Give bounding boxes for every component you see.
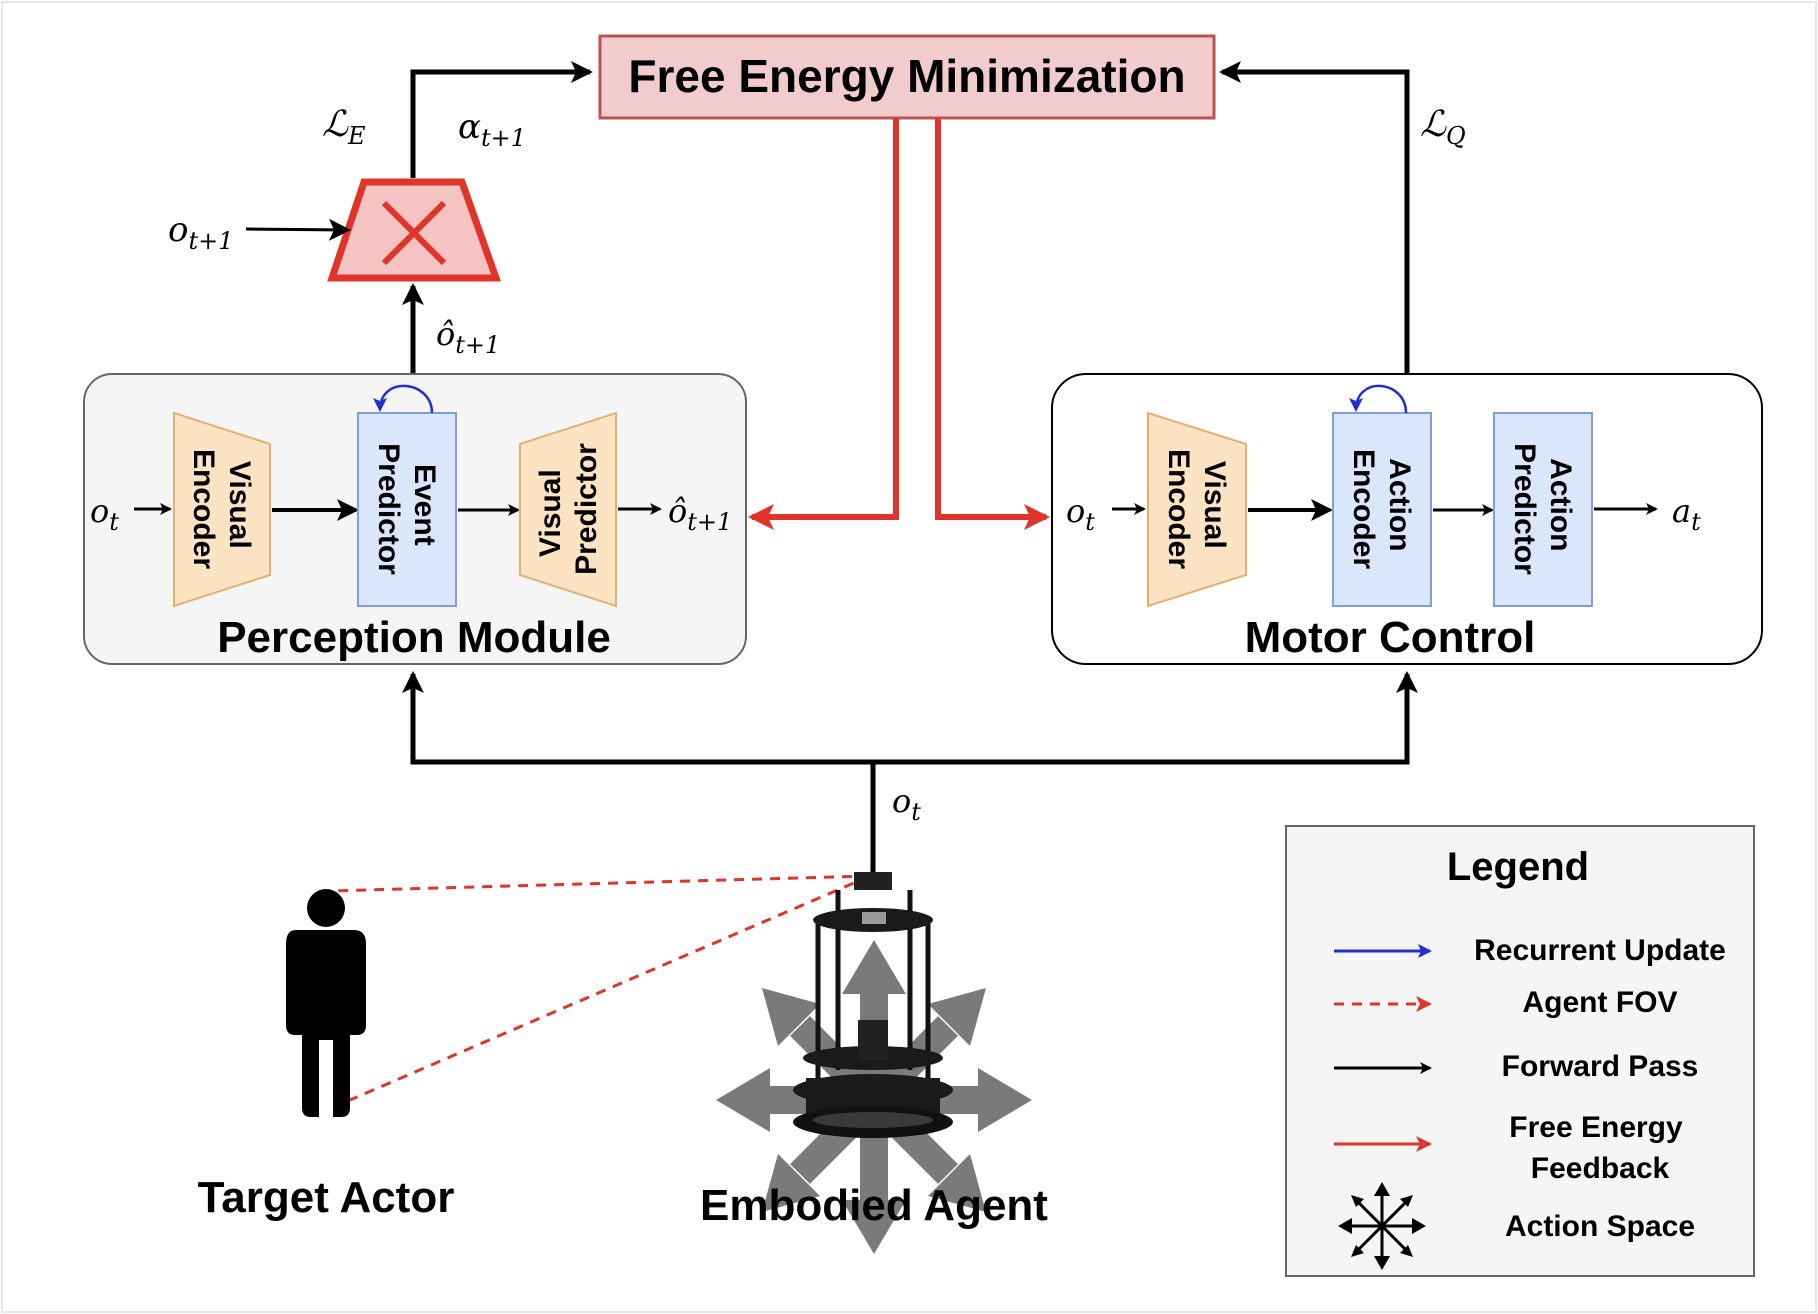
svg-text:Visual Encoder: Visual Encoder bbox=[1162, 449, 1231, 569]
svg-text:Action Predictor: Action Predictor bbox=[1508, 443, 1577, 575]
alpha-label: αt+1 bbox=[458, 107, 526, 152]
action-encoder bbox=[1332, 412, 1432, 607]
perception-module: Perception Module ot Visual Encoder Even… bbox=[83, 373, 747, 665]
pred-obs-up-label: ôt+1 bbox=[436, 315, 500, 359]
svg-text:Visual Predictor: Visual Predictor bbox=[534, 443, 603, 575]
svg-text:Event Predictor: Event Predictor bbox=[372, 443, 441, 575]
fov-line-top bbox=[329, 874, 871, 893]
svg-text:Visual Encoder: Visual Encoder bbox=[187, 449, 256, 569]
legend-recurrent-label: Recurrent Update bbox=[1474, 934, 1726, 967]
obs-to-motor-arrow bbox=[873, 671, 1418, 765]
legend-fov-label: Agent FOV bbox=[1523, 986, 1678, 1019]
perception-visual-predictor bbox=[519, 411, 617, 608]
loss-q-label: ℒQ bbox=[1420, 104, 1466, 150]
legend-title: Legend bbox=[1447, 845, 1589, 889]
legend: Legend Recurrent Update Agent FOV Forwar… bbox=[1285, 825, 1755, 1277]
target-actor-label: Target Actor bbox=[198, 1173, 455, 1222]
perception-title: Perception Module bbox=[217, 613, 611, 662]
loss-e-label: ℒE bbox=[322, 104, 366, 150]
feedback-arrow-perception bbox=[748, 118, 899, 530]
motor-control-module: Motor Control ot Visual Encoder Action E… bbox=[1051, 373, 1763, 665]
legend-action-space-label: Action Space bbox=[1505, 1210, 1695, 1243]
comparator-block bbox=[327, 178, 501, 282]
legend-feedback-label-1: Free Energy bbox=[1509, 1111, 1683, 1144]
obs-next-arrow bbox=[245, 218, 351, 241]
action-space-icon bbox=[1342, 1186, 1422, 1266]
embodied-agent-label: Embodied Agent bbox=[700, 1181, 1048, 1230]
motor-input-label: ot bbox=[1066, 492, 1095, 536]
legend-forward-label: Forward Pass bbox=[1502, 1050, 1699, 1083]
perception-output-label: ôt+1 bbox=[668, 492, 732, 536]
loss-e-arrow bbox=[410, 61, 593, 178]
perception-visual-encoder bbox=[173, 411, 271, 608]
recurrent-loop-perception bbox=[373, 384, 434, 414]
feedback-arrow-motor bbox=[935, 118, 1050, 530]
free-energy-label: Free Energy Minimization bbox=[628, 50, 1185, 102]
motor-output-label: at bbox=[1672, 492, 1701, 536]
motor-visual-encoder bbox=[1147, 411, 1247, 608]
obs-next-label: ot+1 bbox=[168, 210, 234, 255]
recurrent-loop-motor bbox=[1349, 384, 1408, 414]
motor-title: Motor Control bbox=[1245, 613, 1536, 662]
loss-q-arrow bbox=[1219, 61, 1410, 374]
svg-text:Action Encoder: Action Encoder bbox=[1347, 449, 1416, 569]
obs-to-perception-arrow bbox=[402, 671, 876, 878]
perception-input-label: ot bbox=[90, 492, 119, 536]
legend-feedback-label-2: Feedback bbox=[1531, 1152, 1670, 1185]
fov-line-bottom bbox=[349, 874, 871, 1102]
free-energy-box: Free Energy Minimization bbox=[598, 34, 1216, 120]
person-icon bbox=[286, 889, 366, 1117]
robot-image bbox=[716, 872, 1032, 1254]
action-predictor bbox=[1493, 412, 1593, 607]
bottom-obs-label: ot bbox=[892, 782, 921, 826]
event-predictor bbox=[357, 412, 457, 607]
